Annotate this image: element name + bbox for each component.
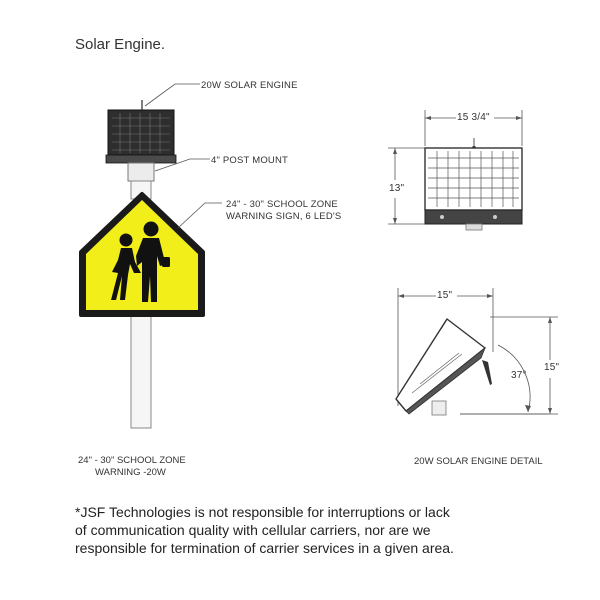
callout-post-mount: 4" POST MOUNT: [211, 155, 289, 166]
dimension-side-height: 15": [544, 362, 560, 373]
solar-panel: [105, 100, 177, 164]
callout-solar-engine: 20W SOLAR ENGINE: [201, 80, 298, 91]
page-heading: Solar Engine.: [75, 36, 166, 53]
dimension-front-height: 13": [389, 183, 405, 194]
dimension-front-width: 15 3/4": [457, 112, 490, 123]
caption-sign-assembly: 24" - 30" SCHOOL ZONE WARNING -20W: [78, 455, 186, 478]
dimension-side-width: 15": [437, 290, 453, 301]
callout-school-zone-sign: 24" - 30" SCHOOL ZONE WARNING SIGN, 6 LE…: [226, 199, 342, 222]
school-zone-sign: [79, 192, 205, 317]
tilted-panel: [395, 318, 492, 415]
dimension-tilt-angle: 37°: [511, 370, 527, 381]
caption-solar-engine-detail: 20W SOLAR ENGINE DETAIL: [414, 456, 543, 467]
disclaimer-text: *JSF Technologies is not responsible for…: [75, 504, 454, 556]
